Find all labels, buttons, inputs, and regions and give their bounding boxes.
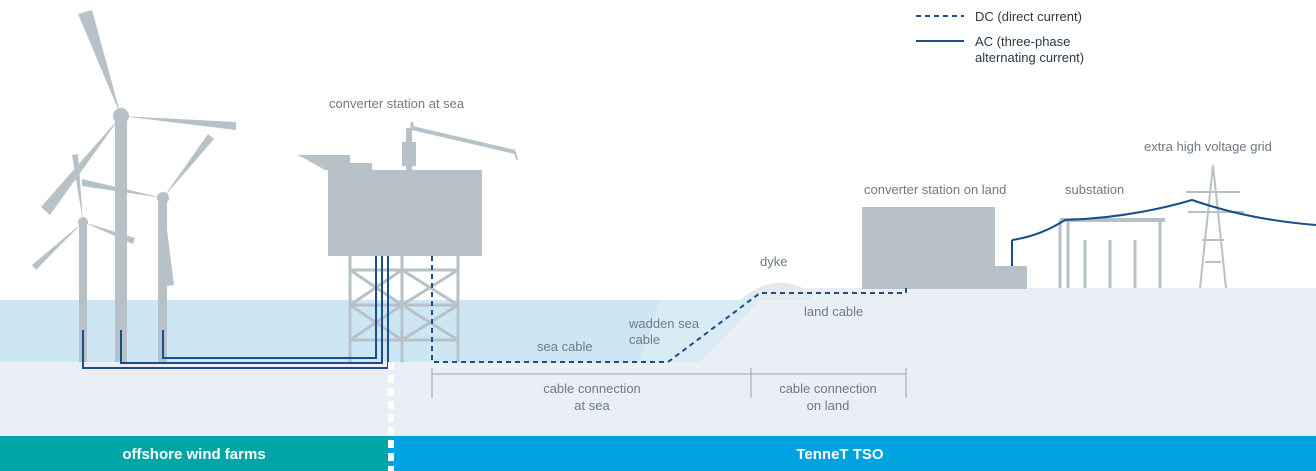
ac-cables <box>82 198 1316 369</box>
label-substation: substation <box>1065 182 1124 197</box>
seabed-area <box>0 362 760 436</box>
footer-bar-tennet <box>388 436 1316 471</box>
label-conn-land-2: on land <box>807 398 850 413</box>
label-converter-land: converter station on land <box>864 182 1006 197</box>
dc-cable <box>431 256 907 363</box>
transmission-pylon <box>1186 164 1244 289</box>
label-wadden-2: cable <box>629 332 660 347</box>
land-area <box>700 288 1316 436</box>
label-conn-land-1: cable connection <box>779 381 877 396</box>
dyke-mound <box>740 282 810 300</box>
label-wadden-1: wadden sea <box>628 316 700 331</box>
label-ehv-grid: extra high voltage grid <box>1144 139 1272 154</box>
footer-tennet-label: TenneT TSO <box>796 446 884 463</box>
legend-dc-label: DC (direct current) <box>975 9 1082 24</box>
wind-turbines <box>32 10 236 362</box>
label-sea-cable: sea cable <box>537 339 593 354</box>
label-dyke: dyke <box>760 254 787 269</box>
converter-station-land <box>862 207 1027 289</box>
wadden-slope <box>640 300 760 362</box>
footer-offshore-label: offshore wind farms <box>122 446 265 463</box>
legend: DC (direct current) AC (three-phase alte… <box>916 9 1084 65</box>
footer-bar-offshore <box>0 436 388 471</box>
label-converter-sea: converter station at sea <box>329 96 465 111</box>
substation <box>1058 218 1165 288</box>
dimension-brackets <box>431 368 907 398</box>
legend-ac-label-2: alternating current) <box>975 50 1084 65</box>
label-conn-sea-2: at sea <box>574 398 610 413</box>
label-conn-sea-1: cable connection <box>543 381 641 396</box>
legend-ac-label-1: AC (three-phase <box>975 34 1070 49</box>
label-land-cable: land cable <box>804 304 863 319</box>
